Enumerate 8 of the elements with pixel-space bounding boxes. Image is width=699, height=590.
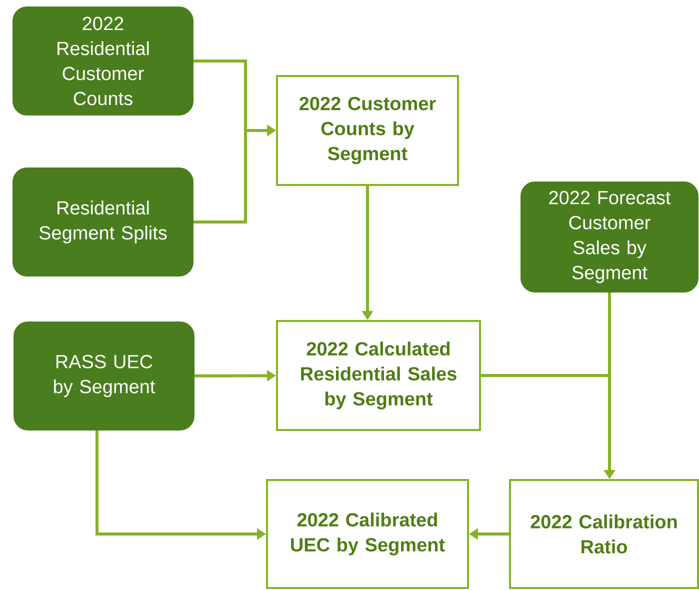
- process-box: 2022 Customer Counts by Segment: [276, 75, 459, 186]
- input-box: 2022 Residential Customer Counts: [12, 6, 194, 116]
- process-box: 2022 Calibrated UEC by Segment: [266, 479, 469, 589]
- process-box: 2022 Calculated Residential Sales by Segment: [276, 320, 481, 431]
- input-box: RASS UEC by Segment: [14, 322, 194, 430]
- input-box: Residential Segment Splits: [12, 168, 194, 276]
- process-box: 2022 Calibration Ratio: [509, 479, 699, 589]
- input-box: 2022 Forecast Customer Sales by Segment: [520, 182, 698, 292]
